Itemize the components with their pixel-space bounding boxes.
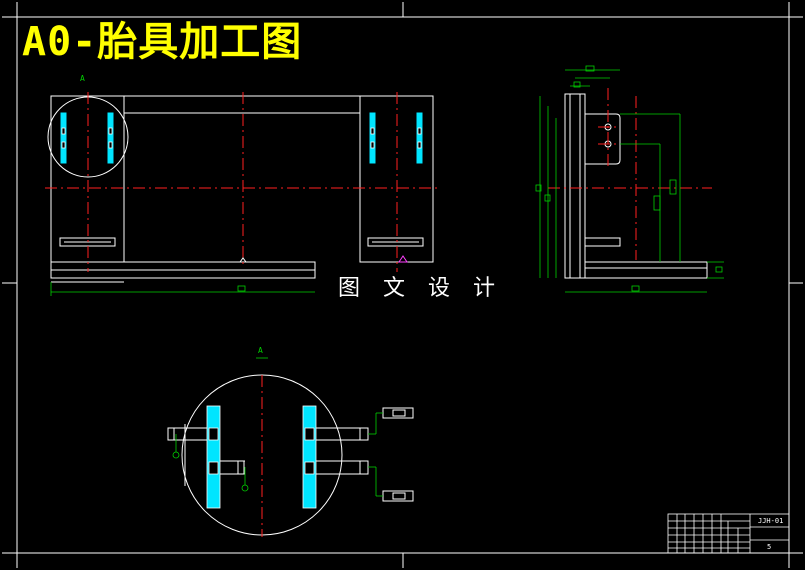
section-marker	[239, 257, 247, 263]
detail-view-slots	[208, 427, 315, 475]
title-block	[667, 513, 790, 554]
side-view-centerlines	[548, 88, 712, 260]
side-view-dimensions	[535, 65, 724, 293]
drawing-title: A0-胎具加工图	[22, 19, 303, 65]
front-view-dimensions	[50, 282, 315, 296]
view-label-a: A	[80, 74, 85, 83]
view-label-detail: A	[258, 346, 263, 355]
front-view-slots	[61, 127, 422, 149]
sheet-number: 5	[767, 543, 772, 551]
detail-marker	[398, 255, 408, 263]
drawing-number: JJH-01	[758, 517, 784, 525]
detail-view-leaders	[172, 357, 383, 497]
side-view	[564, 93, 708, 279]
front-view-centerlines	[45, 92, 438, 272]
front-view-hatch	[60, 112, 423, 164]
watermark-text: 图 文 设 计	[338, 276, 503, 301]
